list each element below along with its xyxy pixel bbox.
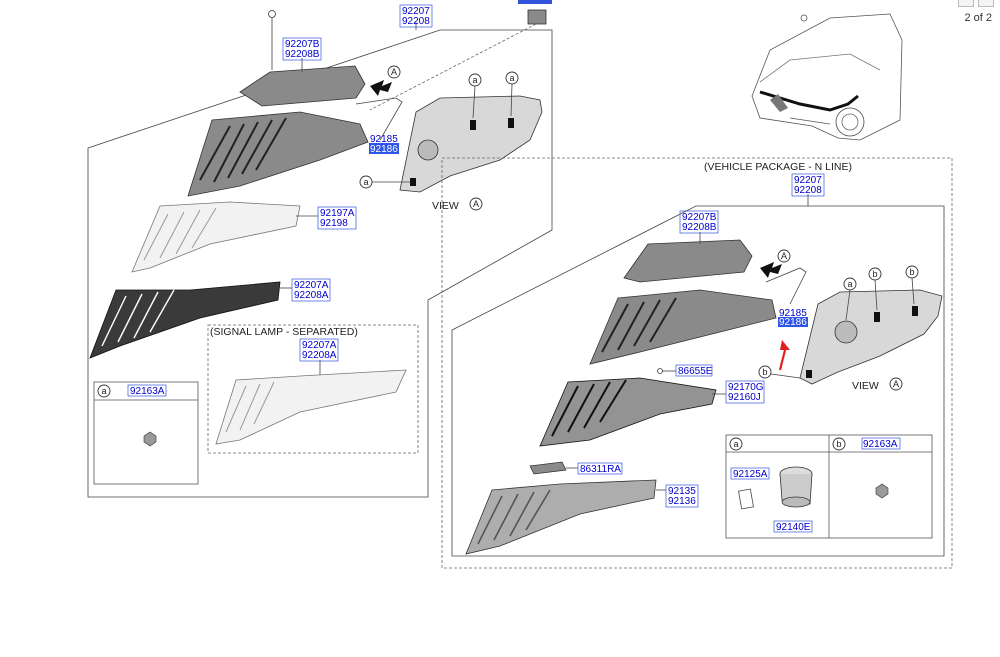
right-callout-b-3: b xyxy=(762,367,767,377)
right-upper-cover-label-1[interactable]: 92207B xyxy=(682,212,717,223)
signal-lamp-title: (SIGNAL LAMP - SEPARATED) xyxy=(210,326,358,338)
left-detail-label[interactable]: 92163A xyxy=(130,386,165,397)
right-bracket-part xyxy=(529,461,567,475)
right-lamp-unit-label-1[interactable]: 92170G xyxy=(728,382,764,393)
right-view-callout-A: A xyxy=(893,379,899,389)
right-clip-b-icon xyxy=(875,483,889,499)
right-view-callout-a: a xyxy=(847,279,852,289)
right-top-label-2[interactable]: 92208 xyxy=(794,185,822,196)
clip-icon xyxy=(143,431,157,447)
right-view-text: VIEW xyxy=(852,380,879,392)
right-harness-label-2[interactable]: 92186 xyxy=(779,317,807,328)
label-highlight-boxes xyxy=(127,4,901,533)
left-view-callout-3: a xyxy=(363,177,368,187)
left-view-callout-1: a xyxy=(472,75,477,85)
page-indicator: 2 of 2 xyxy=(964,12,992,24)
left-detail-callout: a xyxy=(101,386,106,396)
left-view-text: VIEW xyxy=(432,200,459,212)
signal-lamp-part xyxy=(215,369,407,445)
right-view-callout-b-1: b xyxy=(872,269,877,279)
right-top-label-1[interactable]: 92207 xyxy=(794,175,822,186)
right-lamp-unit-label-2[interactable]: 92160J xyxy=(728,392,761,403)
lens-trim-label-2[interactable]: 92198 xyxy=(320,218,348,229)
vehicle-front-sketch xyxy=(751,13,903,141)
right-detail-a-label-1[interactable]: 92125A xyxy=(733,469,768,480)
signal-lamp-box xyxy=(207,324,419,454)
signal-lamp-label-1[interactable]: 92207A xyxy=(302,340,337,351)
connector-icon xyxy=(369,0,552,111)
right-bracket-label[interactable]: 86311RA xyxy=(580,464,621,475)
right-lens-trim-label-2[interactable]: 92136 xyxy=(668,496,696,507)
right-harness-part xyxy=(765,267,807,305)
right-view-lamp-part xyxy=(799,289,943,385)
left-view-callout-a: A xyxy=(473,199,479,209)
page-nav-next-button[interactable] xyxy=(978,0,994,7)
signal-lamp-label-2[interactable]: 92208A xyxy=(302,350,337,361)
right-upper-cover-label-2[interactable]: 92208B xyxy=(682,222,717,233)
gasket-icon xyxy=(738,488,754,510)
upper-cover-label-1[interactable]: 92207B xyxy=(285,39,320,50)
right-detail-callout-a: a xyxy=(733,439,738,449)
right-clip-label[interactable]: 86655E xyxy=(678,366,713,377)
screw-icon xyxy=(268,10,276,70)
right-view-callout-b-2: b xyxy=(909,267,914,277)
right-group-frame xyxy=(451,205,945,557)
arrow-a-icon xyxy=(370,80,392,96)
right-grille-upper-part xyxy=(589,289,777,365)
right-upper-cover-part xyxy=(623,239,753,283)
harness-label-1[interactable]: 92185 xyxy=(370,134,398,145)
right-arrow-a-icon xyxy=(760,262,782,278)
grille-lamp-label-1[interactable]: 92207A xyxy=(294,280,329,291)
right-clip-icon xyxy=(657,368,663,374)
grille-lamp-part xyxy=(89,281,281,359)
left-detail-box xyxy=(93,381,199,485)
right-lens-trim-label-1[interactable]: 92135 xyxy=(668,486,696,497)
arrow-a-callout: A xyxy=(391,67,397,77)
right-detail-b-label[interactable]: 92163A xyxy=(863,439,898,450)
right-package-title: (VEHICLE PACKAGE - N LINE) xyxy=(704,161,852,173)
left-top-label-1[interactable]: 92207 xyxy=(402,6,430,17)
socket-icon xyxy=(779,466,813,508)
left-view-callout-2: a xyxy=(509,73,514,83)
right-detail-callout-b: b xyxy=(836,439,841,449)
right-harness-label-1[interactable]: 92185 xyxy=(779,308,807,319)
upper-cover-part xyxy=(239,65,366,107)
right-arrow-a-callout: A xyxy=(781,251,787,261)
harness-label-2[interactable]: 92186 xyxy=(370,144,398,155)
right-lens-trim-part xyxy=(465,479,657,555)
page-nav-prev-button[interactable] xyxy=(958,0,974,7)
left-view-lamp-part xyxy=(399,95,543,193)
grille-upper-part xyxy=(187,111,369,197)
left-top-label-2[interactable]: 92208 xyxy=(402,16,430,27)
harness-part xyxy=(355,97,403,141)
lens-trim-part xyxy=(131,201,301,273)
right-group: (VEHICLE PACKAGE - N LINE) 92207 92208 9… xyxy=(441,157,953,569)
right-detail-a-label-2[interactable]: 92140E xyxy=(776,522,811,533)
left-group: 92207 92208 92207B 92208B A 92185 92186 xyxy=(87,0,553,498)
grille-lamp-label-2[interactable]: 92208A xyxy=(294,290,329,301)
right-package-box xyxy=(441,157,953,569)
lens-trim-label-1[interactable]: 92197A xyxy=(320,208,355,219)
upper-cover-label-2[interactable]: 92208B xyxy=(285,49,320,60)
left-group-frame xyxy=(87,29,553,498)
right-grille-lower-part xyxy=(539,377,717,447)
